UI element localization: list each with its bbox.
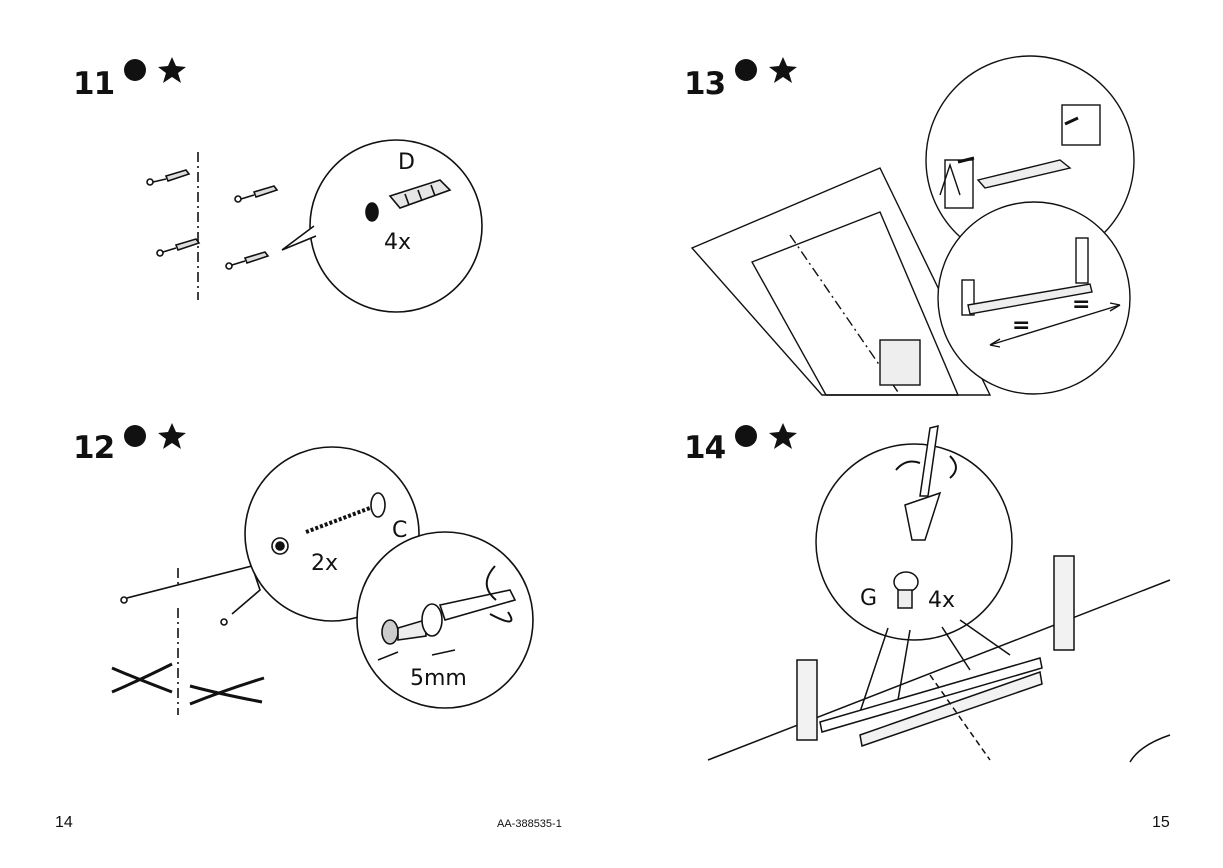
filled-circle-icon [735, 59, 757, 81]
step-12-icons [124, 423, 186, 449]
part-label-g: G [860, 586, 878, 611]
quantity-label: 4x [928, 588, 956, 613]
filled-circle-icon [735, 425, 757, 447]
part-label-d: D [398, 150, 415, 175]
equal-sign-right: = [1072, 292, 1091, 317]
star-icon [769, 57, 797, 83]
filled-circle-icon [124, 59, 146, 81]
equal-sign-left: = [1012, 313, 1031, 338]
step-11-number: 11 [73, 66, 115, 102]
step-12-number: 12 [73, 430, 115, 466]
document-code: AA-388535-1 [497, 818, 562, 830]
wall-plug [225, 251, 270, 270]
step-11-icons [124, 57, 186, 83]
page-number-right: 15 [1152, 814, 1170, 831]
quantity-label: 4x [384, 230, 412, 255]
wall-plug [234, 185, 279, 203]
measurement-label: 5mm [410, 666, 467, 691]
star-icon [158, 423, 186, 449]
star-icon [158, 57, 186, 83]
detail-bubble [815, 443, 1013, 641]
step-13-icons [735, 57, 797, 83]
wall-plug [146, 169, 191, 186]
quantity-label: 2x [311, 551, 339, 576]
star-icon [769, 423, 797, 449]
page-number-left: 14 [55, 814, 73, 831]
step-14-number: 14 [684, 430, 726, 466]
part-label-c: C [392, 518, 408, 543]
wall-plug [156, 238, 201, 257]
filled-circle-icon [124, 425, 146, 447]
step-14-icons [735, 423, 797, 449]
step-13-number: 13 [684, 66, 726, 102]
